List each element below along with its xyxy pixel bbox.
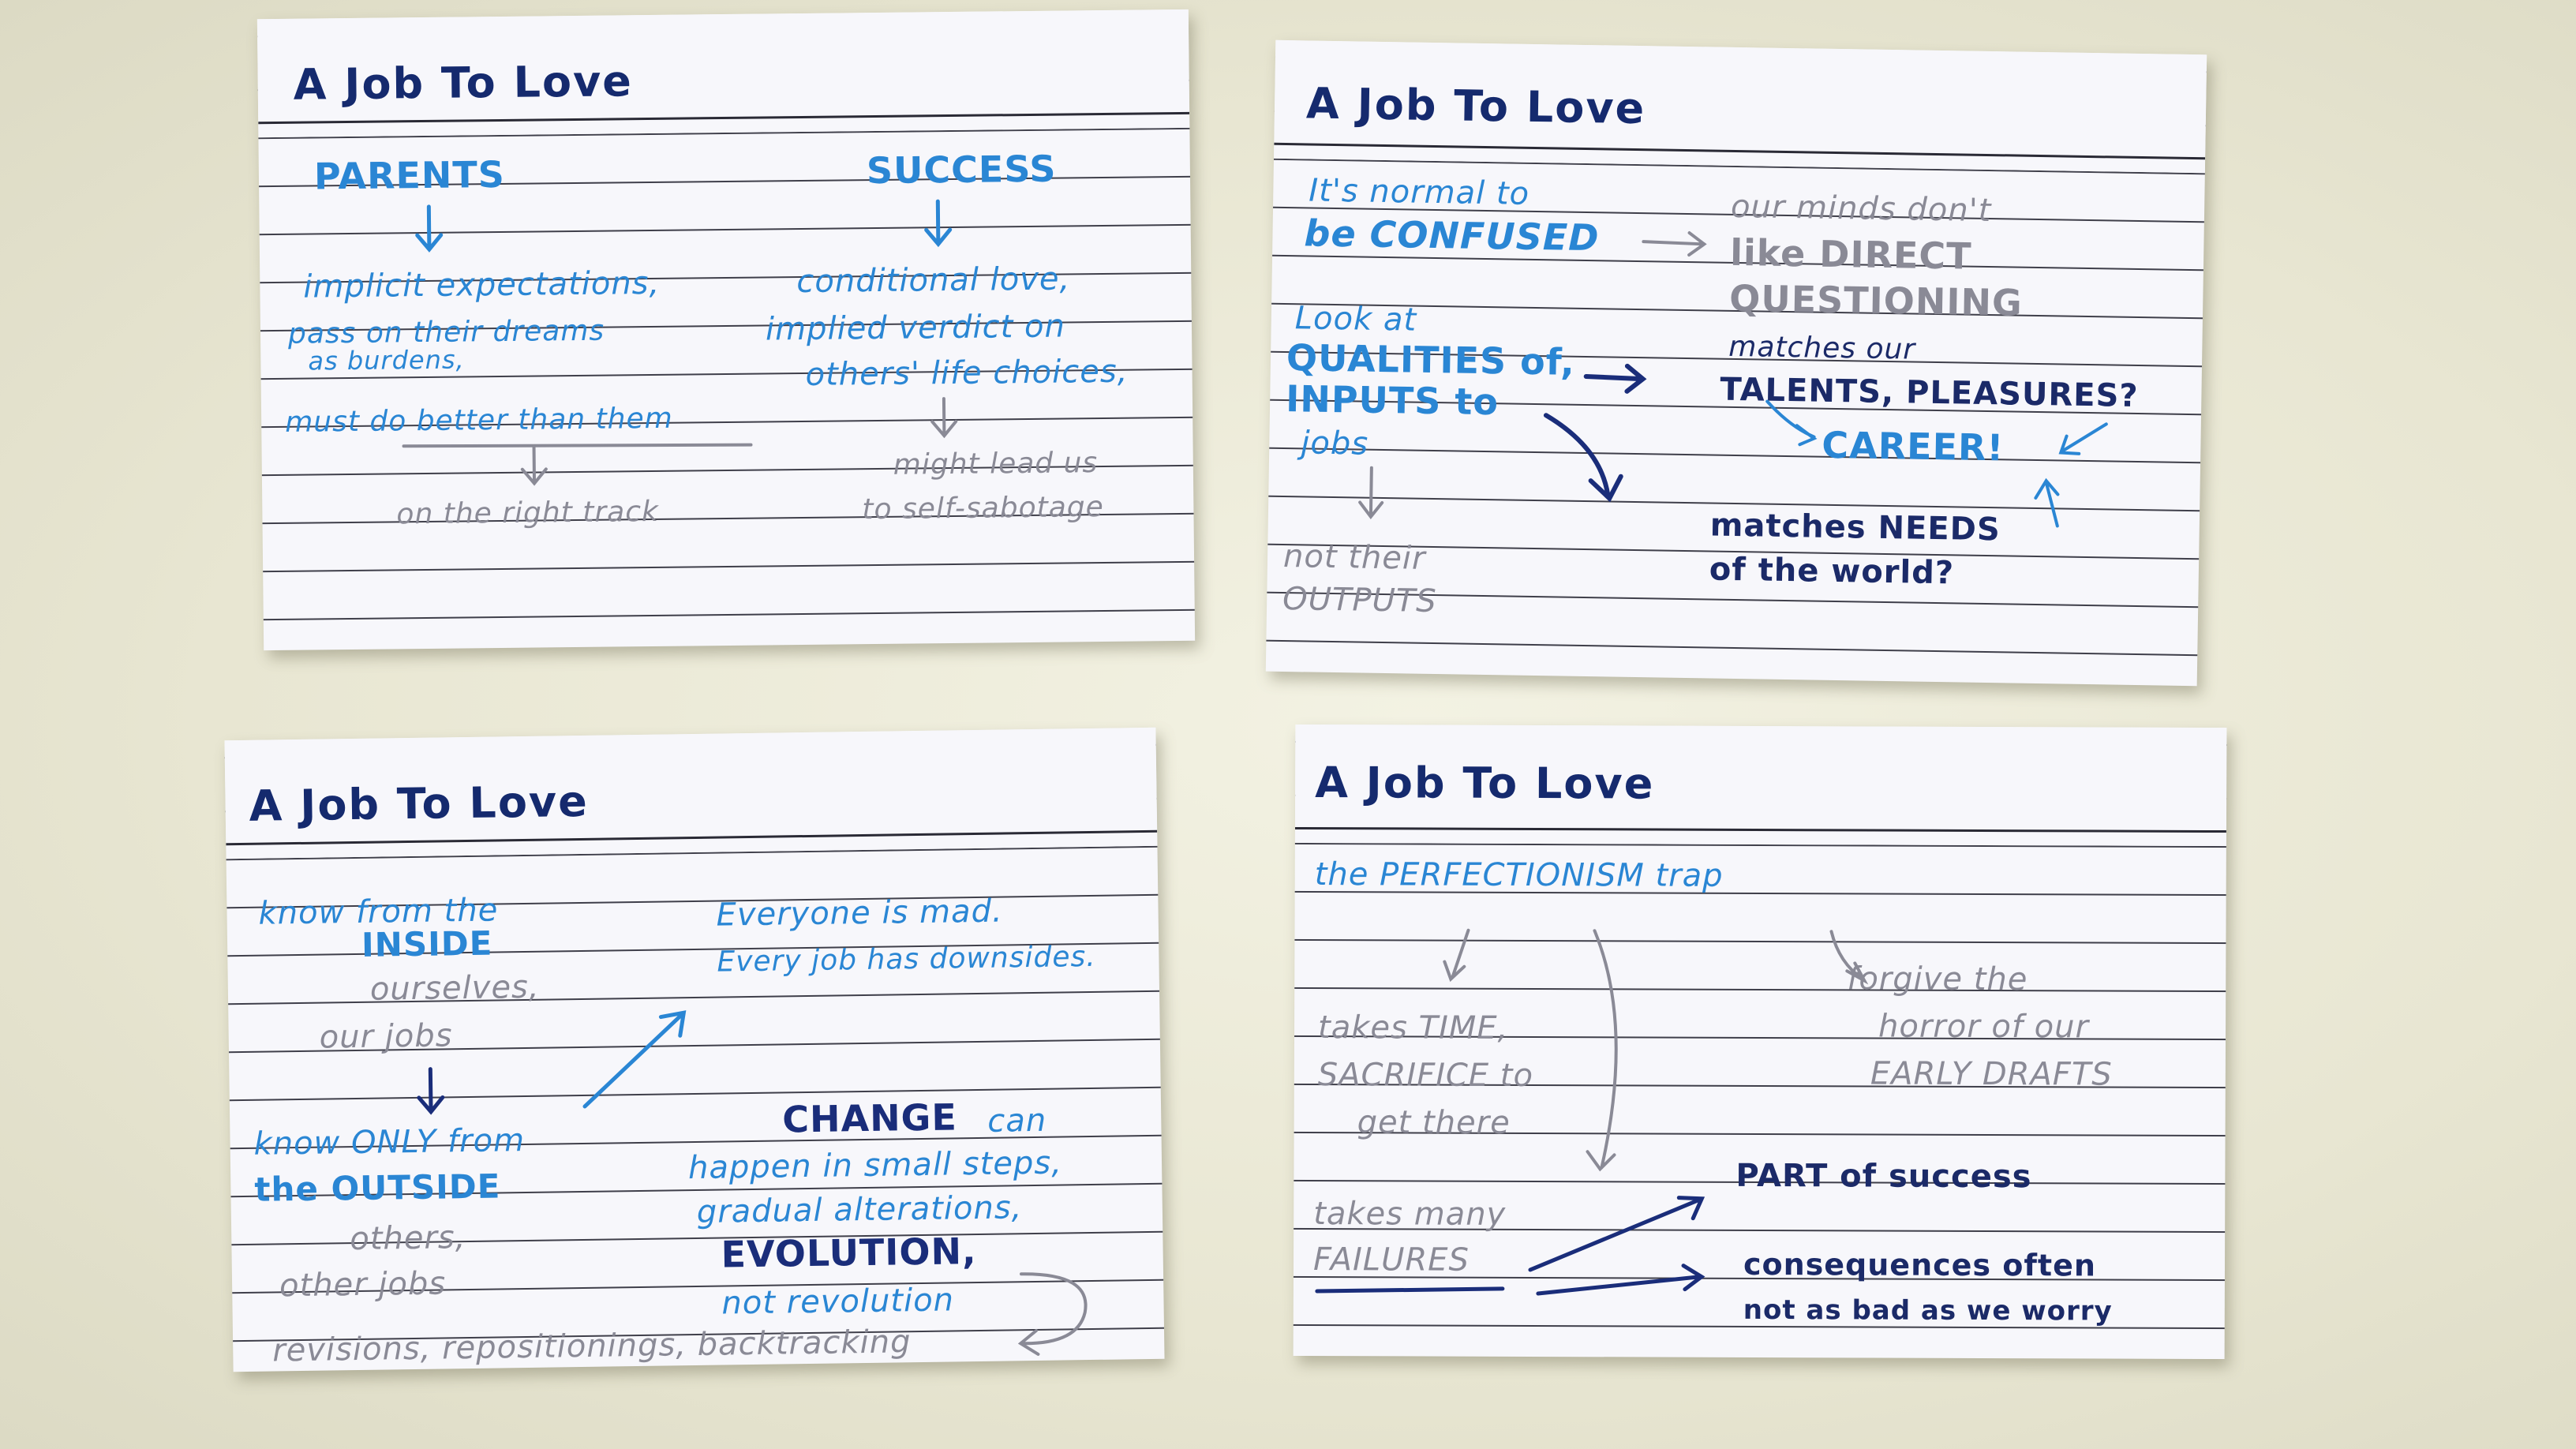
- right-arrow: [1536, 1264, 1705, 1296]
- card-3-arrows: [417, 1010, 1088, 1356]
- career-arrow: [2034, 477, 2060, 528]
- card-1-arrows: [402, 199, 958, 486]
- index-card-inside-outside: A Job To Love know from the INSIDE ourse…: [224, 727, 1165, 1372]
- curved-arrow: [1586, 929, 1618, 1172]
- curved-arrow: [1829, 930, 1869, 985]
- card-2-arrows: [1358, 231, 2108, 528]
- index-card-parents-success: A Job To Love PARENTS SUCCESS implicit e…: [256, 9, 1196, 651]
- diagonal-arrow: [1528, 1196, 1705, 1272]
- career-arrow: [2058, 422, 2108, 455]
- down-right-arrow: [1543, 413, 1623, 503]
- career-arrow: [1765, 399, 1818, 447]
- card-4-arrows: [1315, 928, 1869, 1296]
- right-arrow: [1642, 231, 1707, 257]
- underline: [1315, 1286, 1505, 1294]
- right-arrow: [1583, 363, 1647, 394]
- down-arrow: [924, 199, 953, 248]
- down-arrow: [520, 444, 548, 486]
- down-arrow: [1358, 466, 1384, 520]
- diagonal-arrow: [582, 1010, 687, 1109]
- down-arrow: [415, 204, 444, 253]
- curved-arrow: [1017, 1272, 1088, 1356]
- down-arrow: [417, 1067, 445, 1115]
- underline: [402, 443, 753, 448]
- index-card-perfectionism: A Job To Love the PERFECTIONISM trap tak…: [1293, 724, 2227, 1360]
- down-arrow: [930, 397, 958, 439]
- index-card-confused-qualities: A Job To Love It's normal to be CONFUSED…: [1265, 39, 2207, 687]
- down-arrow: [1443, 928, 1470, 983]
